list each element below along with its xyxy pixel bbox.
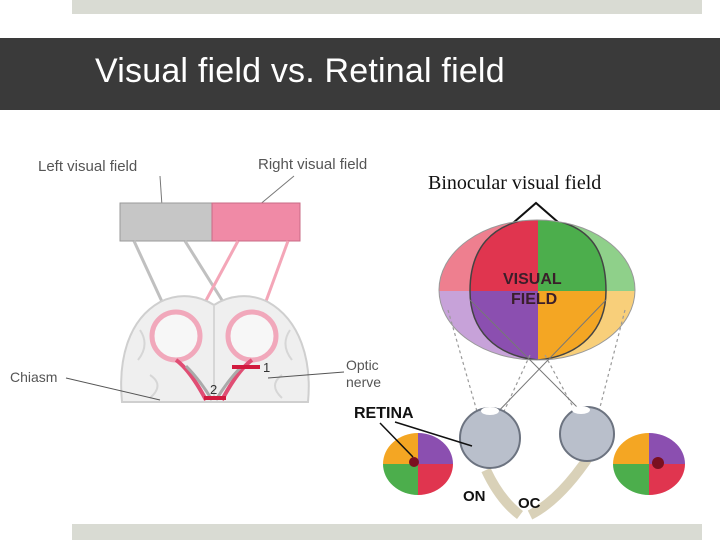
bottom-accent-bar (72, 524, 702, 540)
retina-label: RETINA (354, 405, 414, 422)
on-label: ON (463, 488, 486, 505)
visual-field-outline (438, 219, 636, 361)
right-lens (572, 406, 590, 414)
left-eyeball (459, 407, 521, 469)
crossing-lines (469, 299, 607, 421)
field-label: FIELD (511, 291, 557, 308)
optic-label: Optic (346, 357, 379, 373)
retina-arrow-2 (394, 421, 473, 447)
right-visual-field-block (211, 202, 301, 242)
retina-arrow-1 (379, 422, 414, 458)
visual-label: VISUAL (503, 271, 562, 288)
right-retinal-field (613, 433, 685, 495)
right-visual-field-diagram: VISUAL FIELD (354, 201, 685, 520)
marker-2-label: 2 (210, 382, 217, 397)
binocular-visual-field-label: Binocular visual field (428, 172, 602, 194)
chiasm-leader (65, 377, 161, 401)
right-visual-field-label: Right visual field (258, 156, 367, 173)
left-field-leader (159, 175, 163, 207)
left-optic-nerve (174, 358, 208, 401)
right-optic-nerve (220, 358, 254, 401)
top-accent-bar (72, 0, 702, 14)
oc-label: OC (518, 495, 541, 512)
right-fovea (652, 457, 664, 469)
left-optic-nerve-path (481, 467, 524, 519)
brain-folds (137, 305, 293, 400)
left-visual-field-block (119, 202, 213, 242)
title-band: Visual field vs. Retinal field (0, 38, 720, 110)
optic-nerve-leader (267, 371, 345, 379)
right-eyeball (559, 406, 615, 462)
marker-1-label: 1 (263, 360, 270, 375)
left-visual-pathway-diagram: Left visual field Right visual field 1 2… (10, 156, 381, 403)
right-eye (225, 309, 279, 363)
left-eye (149, 309, 203, 363)
nerve-label: nerve (346, 374, 381, 390)
slide-title: Visual field vs. Retinal field (95, 52, 505, 90)
left-lens (481, 407, 499, 415)
left-fovea (409, 457, 419, 467)
right-field-leader (257, 175, 295, 207)
right-optic-nerve-path (527, 452, 595, 520)
chiasm-label: Chiasm (10, 369, 57, 385)
left-visual-field-label: Left visual field (38, 158, 137, 175)
